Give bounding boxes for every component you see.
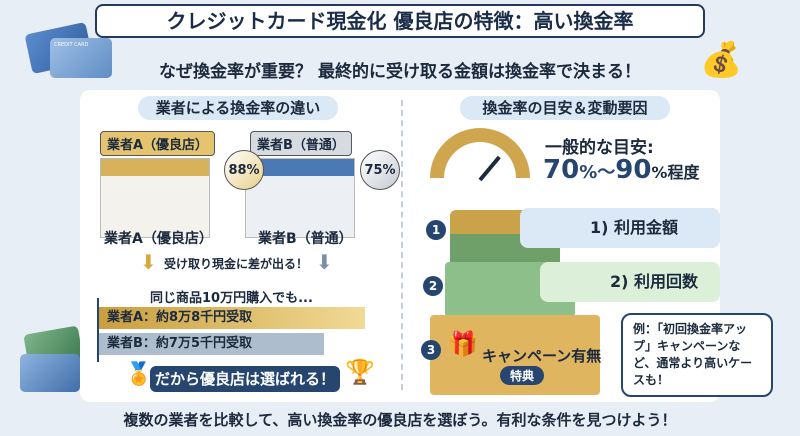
shop-a-badge: 業者A（優良店） — [100, 131, 216, 156]
shop-a-rate: 88% — [224, 150, 264, 190]
example-bubble: 例：「初回換金率アップ」キャンペーンなど、通常より高いケースも！ — [621, 313, 773, 397]
subtitle: なぜ換金率が重要？ 最終的に受け取る金額は換金率で決まる！ — [159, 62, 641, 82]
card-text: CREDIT CARD — [54, 42, 89, 48]
page-title: クレジットカード現金化 優良店の特徴：高い換金率 — [95, 4, 705, 38]
axis-line — [97, 298, 99, 362]
guide-high: 90 — [615, 155, 652, 185]
shop-a-storefront-icon — [100, 158, 210, 238]
factor-1: 1) 利用金額 — [520, 208, 720, 248]
cta-banner: だから優良店は選ばれる！ — [150, 366, 340, 392]
arrow-down-icon: ⬇ — [316, 250, 333, 274]
factor-2: 2) 利用回数 — [540, 262, 720, 302]
shop-b-label: 業者B（普通） — [258, 231, 353, 247]
right-heading: 換金率の目安＆変動要因 — [460, 96, 670, 120]
shop-b-storefront-icon — [245, 158, 355, 238]
trophy-icon: 🏆 — [345, 358, 375, 386]
footer-message: 複数の業者を比較して、高い換金率の優良店を選ぼう。有利な条件を見つけよう！ — [123, 411, 677, 429]
bonus-tag: 特典 — [500, 366, 545, 385]
shop-b-badge: 業者B（普通） — [250, 131, 352, 156]
arrow-text: 受け取り現金に差が出る！ — [164, 257, 309, 271]
credit-card-icon — [20, 354, 80, 392]
factor-1-number: 1 — [426, 220, 446, 240]
left-heading: 業者による換金率の違い — [138, 96, 338, 120]
bar-shop-b: 業者B：約7万5千円受取 — [99, 333, 324, 355]
shop-a-label: 業者A（優良店） — [104, 231, 213, 247]
divider — [401, 100, 403, 390]
guide-low: 70 — [543, 155, 580, 185]
arrow-down-icon: ⬇ — [140, 250, 157, 274]
factor-3: キャンペーン有無 — [482, 347, 602, 365]
factor-2-number: 2 — [423, 276, 443, 296]
factor-3-number: 3 — [421, 340, 441, 360]
medal-icon: 🏅 — [125, 362, 153, 387]
guide-tilde: %～ — [579, 162, 616, 183]
gift-icon: 🎁 — [448, 330, 478, 358]
guide-range: 70%～90%程度 — [543, 155, 699, 185]
compare-title: 同じ商品10万円購入でも... — [150, 291, 313, 306]
credit-card-icon: CREDIT CARD — [50, 38, 112, 78]
bar-shop-a: 業者A：約8万8千円受取 — [99, 307, 365, 329]
shop-b-rate: 75% — [360, 150, 400, 190]
guide-label: 一般的な目安: — [545, 138, 654, 158]
guide-suffix: %程度 — [651, 163, 700, 182]
money-bag-icon: 💰 — [700, 40, 743, 80]
